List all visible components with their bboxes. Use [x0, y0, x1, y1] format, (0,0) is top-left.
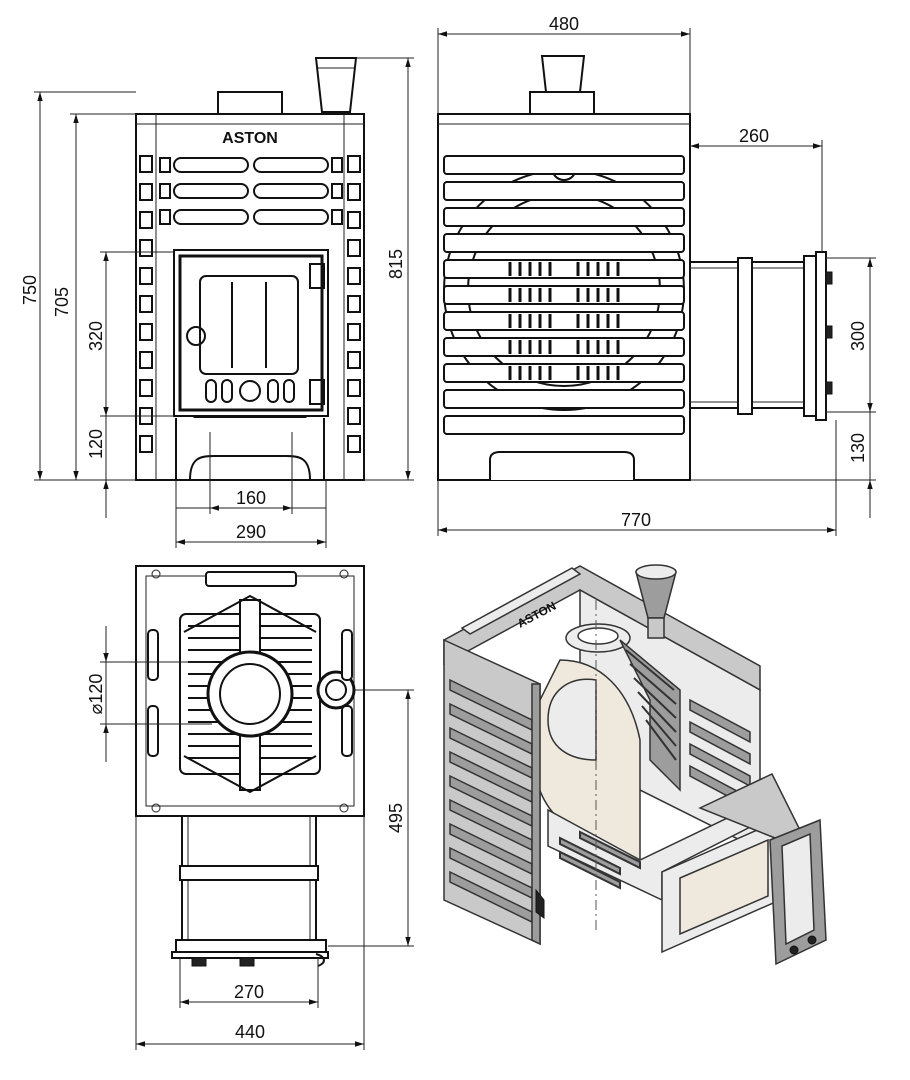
dim-chimney-height: 815 [386, 249, 406, 279]
dim-door-base-height: 120 [86, 429, 106, 459]
dim-tunnel-width: 270 [234, 982, 264, 1002]
front-base [175, 418, 325, 481]
side-flue-collar [529, 91, 595, 115]
dim-tunnel-length: 260 [739, 126, 769, 146]
dim-overall-height: 750 [20, 275, 40, 305]
front-door-handle [186, 326, 206, 346]
front-door-glass [199, 275, 299, 375]
dim-overall-width: 440 [235, 1022, 265, 1042]
dim-body-depth: 480 [549, 14, 579, 34]
side-fuel-tunnel [689, 251, 833, 421]
front-flue-collar [217, 91, 283, 115]
dim-tunnel-offset: 495 [386, 803, 406, 833]
side-dimensions: 480 260 300 130 770 [437, 14, 876, 536]
dim-tunnel-base-height: 130 [848, 433, 868, 463]
top-fuel-tunnel [171, 815, 329, 967]
dim-overall-length: 770 [621, 510, 651, 530]
front-door-frame [173, 249, 329, 417]
side-fins [508, 262, 620, 380]
dim-door-opening-width: 160 [236, 488, 266, 508]
front-dimensions: 750 705 320 120 815 160 290 [20, 57, 414, 548]
top-dimensions: ⌀120 495 270 440 [86, 626, 414, 1050]
dim-body-height: 705 [52, 287, 72, 317]
front-logo: ASTON [222, 130, 278, 147]
dim-door-height: 320 [86, 321, 106, 351]
dim-base-width: 290 [236, 522, 266, 542]
side-base [489, 451, 635, 480]
iso-left-slats [449, 678, 533, 924]
top-view: ⌀120 495 270 440 [86, 565, 414, 1050]
front-view: ASTON [20, 57, 414, 548]
dim-tunnel-height: 300 [848, 321, 868, 351]
side-slats [443, 155, 685, 435]
front-chimney-cone [314, 57, 358, 113]
front-ash-vents [205, 379, 295, 403]
dim-flue-diameter: ⌀120 [86, 674, 106, 715]
side-chimney-cone [540, 55, 586, 93]
top-handle-slot [205, 571, 297, 587]
top-flue-inner [219, 663, 281, 725]
front-upper-slots [159, 157, 343, 225]
iso-grate [559, 830, 641, 890]
side-view: 480 260 300 130 770 [437, 14, 876, 536]
isometric-cutaway-view: ASTON [443, 564, 827, 966]
